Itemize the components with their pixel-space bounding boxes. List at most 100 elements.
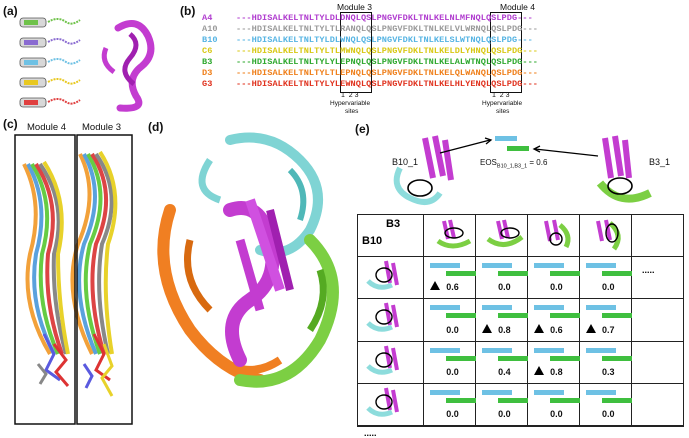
structure-thumb-icon: [486, 219, 524, 247]
sequence-name: B3: [202, 57, 213, 67]
eos-cell: 0.3: [579, 340, 633, 384]
eos-value: 0.0: [446, 408, 459, 419]
eos-value: 0.6: [446, 282, 459, 293]
footer-ellipsis-cell: .....: [356, 424, 425, 438]
hypervariable-label-3: Hypervariable: [330, 100, 371, 107]
sequence-row: G3---HDISALKELTNLTYLYLEWNQLQSLPNGVFDKLTN…: [202, 79, 538, 90]
blue-bar: [482, 263, 513, 269]
eos-value: 0.0: [550, 408, 563, 419]
structure-thumb-icon: [366, 303, 399, 333]
eos-cell: 0.7: [579, 298, 633, 342]
eos-value: 0.0: [498, 282, 511, 293]
col-ellipsis: .....: [642, 265, 655, 276]
row-header-structure: [356, 298, 425, 342]
eos-cell: 0.0: [579, 382, 633, 426]
structure-thumb-icon: [544, 219, 571, 249]
eos-subscript: B10_1,B3_1: [496, 163, 528, 170]
blue-bar: [482, 389, 513, 395]
module4-box: [490, 12, 522, 93]
green-bar: [446, 271, 477, 277]
sites-label-3: sites: [345, 108, 359, 115]
blue-bar: [430, 389, 461, 395]
blue-bar: [586, 389, 617, 395]
green-bar: [498, 271, 529, 277]
structure-thumb-icon: [366, 260, 399, 290]
blue-bar: [430, 305, 461, 311]
green-bar: [602, 271, 633, 277]
panel-c-structure-overlay: [14, 134, 133, 425]
triangle-marker-icon: [482, 323, 493, 333]
eos-cell: 0.0: [527, 256, 581, 300]
sequence-text: ---HDISALKELTNLTYLDLWNQLQSLPNGVFDKLTNLKE…: [236, 35, 533, 45]
eos-value: = 0.6: [527, 158, 548, 167]
eos-value: 0.0: [446, 324, 459, 335]
green-bar: [602, 355, 633, 361]
green-bar: [550, 313, 581, 319]
sequence-text: ---HDISALKELTNLTYLDLDNQLQSLPNGVFDKLTNLKE…: [236, 13, 533, 23]
empty-cell: [527, 424, 581, 428]
col-header: B3: [386, 218, 401, 230]
panel-a-illustration: [19, 17, 155, 112]
sequence-text: ---HDISALKELTNLTYLYLEWNQLQSLPNGVFDKLTNLK…: [236, 79, 539, 89]
green-bar: [446, 355, 477, 361]
eos-cell: 0.6: [527, 298, 581, 342]
blue-bar: [534, 305, 565, 311]
blue-bar: [430, 347, 461, 353]
eos-prefix: EOS: [480, 158, 497, 167]
eos-cell: 0.0: [475, 256, 529, 300]
sequence-name: A10: [202, 24, 218, 34]
row-ellipsis: .....: [364, 427, 377, 438]
panel-d-complex-structure: [157, 132, 339, 388]
blue-bar: [534, 263, 565, 269]
triangle-marker-icon: [430, 281, 441, 291]
eos-value: 0.7: [602, 324, 615, 335]
sequence-row: D3---HDISALKELTNLTYLTLEPNQLQSLPNGVFDKLTN…: [202, 68, 538, 79]
table-header-row: B3 B10: [356, 213, 684, 258]
col-header-structure: [579, 213, 632, 258]
panel-label-b: (b): [180, 4, 196, 18]
green-domain: [234, 234, 339, 388]
green-bar: [498, 355, 529, 361]
empty-cell: [475, 424, 529, 428]
green-bar: [550, 355, 581, 361]
right-structure: [596, 135, 652, 203]
module3-label: Module 3: [337, 2, 372, 12]
panel-label-d: (d): [148, 120, 164, 134]
sequence-row: C6---HDISALKELTNLTYLTLMWNQLQSLPNGVFDKLTN…: [202, 46, 538, 57]
panel-c-module4-label: Module 4: [27, 122, 67, 133]
sequence-row: A4---HDISALKELTNLTYLDLDNQLQSLPNGVFDKLTNL…: [202, 13, 533, 24]
sequence-text: ---HDISALKELTNLTYLYLEPNQLQSLPNGVFDKLTNLK…: [236, 57, 539, 67]
eos-value: 0.8: [550, 366, 563, 377]
table-row: 0.6 0.0 0.0 0.0.....: [356, 256, 684, 300]
eos-cell: 0.8: [475, 298, 529, 342]
eos-cell: 0.0: [423, 340, 477, 384]
row-header-structure: [356, 340, 425, 384]
table-footer-row: .....: [356, 424, 684, 438]
col-header-structure: [423, 213, 477, 258]
table-row: 0.0 0.8 0.6 0.7: [356, 298, 684, 342]
blue-bar: [482, 347, 513, 353]
blue-bar: [534, 347, 565, 353]
eos-value: 0.0: [602, 282, 615, 293]
col-header-structure: [475, 213, 529, 258]
eos-cell: 0.4: [475, 340, 529, 384]
row-header: B10: [362, 235, 383, 247]
eos-cell: 0.0: [423, 298, 477, 342]
sequence-row: B10 ---HDISALKELTNLTYLDLWNQLQSLPNGVFDKLTN…: [202, 35, 533, 46]
green-bar: [498, 313, 529, 319]
panel-label-e: (e): [355, 122, 370, 136]
blue-bar: [586, 263, 617, 269]
eos-value: 0.8: [498, 324, 511, 335]
sites-label-4: sites: [496, 108, 510, 115]
purple-domain: [223, 198, 294, 367]
site-numbers-3: 1 2 3: [341, 92, 359, 99]
green-bar: [446, 313, 477, 319]
triangle-marker-icon: [534, 365, 545, 375]
sequence-name: D3: [202, 68, 213, 78]
eos-cell: 0.0: [527, 382, 581, 426]
eos-cell: 0.0: [423, 382, 477, 426]
sequence-text: ---HDISALKELTNLTYLTLRANQLQSLPNGVFDKLTNLK…: [236, 24, 539, 34]
sequence-name: B10: [202, 35, 218, 45]
